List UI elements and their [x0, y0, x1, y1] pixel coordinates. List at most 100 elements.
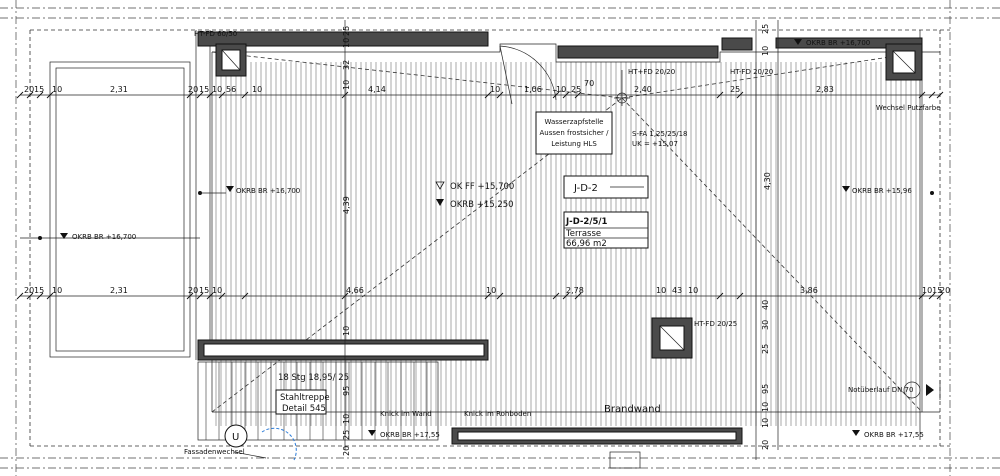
level-marker: OKRB BR +16,700 — [794, 39, 870, 47]
dim-text: 25 — [571, 85, 581, 94]
dim-text: 2,31 — [110, 85, 128, 94]
dim-text: 10 — [761, 402, 770, 412]
dim-text: 15 — [199, 85, 209, 94]
dim-text: 20 — [188, 286, 198, 295]
svg-text:OKRB BR +16,700: OKRB BR +16,700 — [236, 187, 300, 195]
dim-text: 15 — [199, 286, 209, 295]
dim-text: 10 — [52, 85, 62, 94]
svg-text:OKRB BR +16,700: OKRB BR +16,700 — [806, 39, 870, 47]
dim-text: 4,39 — [342, 196, 351, 214]
dim-text: 15 — [34, 286, 44, 295]
annotations: HT-FD 60/50 HT+FD 20/20 HT-FD 20/20 OKRB… — [38, 30, 941, 469]
dim-text: 4,30 — [763, 172, 772, 190]
room-code: J-D-2 — [573, 183, 598, 194]
room-area: 66,96 m2 — [566, 239, 607, 249]
knick-label: Knick im Rohboden — [464, 410, 531, 418]
dim-text: 25 — [342, 430, 351, 440]
dim-text: 20 — [761, 440, 770, 450]
dim-text: 20 — [188, 85, 198, 94]
vertical-dimensions: 32 10 25 10 4,30 4,39 25 10 30 40 25 10 … — [342, 24, 772, 456]
walls — [197, 31, 923, 445]
dim-text: 10 — [490, 85, 500, 94]
ht-fd-label: HT-FD 20/25 — [694, 320, 737, 328]
dim-text: 25 — [730, 85, 740, 94]
svg-text:OKRB BR +16,700: OKRB BR +16,700 — [72, 233, 136, 241]
dim-text: 10 — [52, 286, 62, 295]
dim-text: 1,06 — [524, 85, 542, 94]
dim-text: 15 — [34, 85, 44, 94]
dim-text: 25 — [761, 344, 770, 354]
shafts — [215, 43, 923, 359]
sfa-label: UK = +15,07 — [632, 140, 678, 148]
water-tap-box — [535, 111, 613, 155]
room-number: J-D-2/5/1 — [565, 217, 607, 227]
dim-text: 95 — [342, 386, 351, 396]
level-marker: OKRB BR +17,55 — [368, 430, 440, 439]
dim-text: 20 — [24, 286, 34, 295]
ht-fd-label: HT-FD 60/50 — [194, 30, 237, 38]
svg-text:OKRB BR +17,55: OKRB BR +17,55 — [380, 431, 440, 439]
water-tap-label: Leistung HLS — [551, 140, 597, 148]
u-marker-label: U — [232, 432, 239, 443]
dim-text: 32 — [342, 60, 351, 70]
dim-text: 4,66 — [346, 286, 364, 295]
dim-text: 25 — [761, 24, 770, 34]
level-marker: OKRB BR +16,700 — [198, 186, 300, 195]
room-name: Terrasse — [565, 229, 601, 239]
water-tap-label: Wasserzapfstelle — [544, 118, 603, 126]
dim-text: 20 — [342, 446, 351, 456]
vertical-dimension-lines — [344, 20, 779, 460]
left-strip — [49, 30, 211, 360]
dim-text: 10 — [212, 286, 222, 295]
bottom-shaft — [609, 451, 641, 469]
dim-text: 30 — [761, 320, 770, 330]
room-info-box — [563, 211, 649, 249]
dim-text: 70 — [584, 79, 594, 88]
dim-text: 20 — [940, 286, 950, 295]
dim-text: 10 — [342, 414, 351, 424]
top-dimensions: 20 15 10 2,31 20 15 10 56 10 4,14 10 1,0… — [24, 79, 834, 94]
dim-text: 10 — [688, 286, 698, 295]
dim-text: 10 — [761, 46, 770, 56]
dim-text: 2,83 — [816, 85, 834, 94]
dim-text: 10 — [761, 418, 770, 428]
dim-text: 10 — [342, 38, 351, 48]
dim-text: 10 — [656, 286, 666, 295]
wechsel-label: Wechsel Putzfarbe — [876, 104, 941, 112]
fassade-label: Fassadenwechsel — [184, 448, 245, 456]
stairs-label: 18 Stg 18,95/ 25 — [278, 373, 349, 383]
stairs-label: Stahltreppe — [280, 393, 330, 403]
water-tap-label: Aussen frostsicher / — [540, 129, 610, 137]
stairs-label: Detail 545 — [282, 404, 326, 414]
water-tap-icon — [614, 70, 630, 106]
mid-dimensions: 20 15 10 2,31 20 15 10 4,66 10 2,78 10 4… — [24, 286, 950, 295]
terrace-hatching — [215, 62, 917, 426]
dim-text: 2,31 — [110, 286, 128, 295]
dim-text: 40 — [761, 300, 770, 310]
dim-text: 1015 — [922, 286, 942, 295]
dimension-lines — [20, 94, 940, 297]
dim-text: 10 — [252, 85, 262, 94]
dim-text: 10 — [212, 85, 222, 94]
sfa-label: S-FA 1,25/25/18 — [632, 130, 687, 138]
notuberlauf-label: Notüberlauf DN 70 — [848, 386, 913, 394]
blue-arc — [261, 427, 297, 461]
dim-text: 3,86 — [800, 286, 818, 295]
dim-text: 10 — [342, 326, 351, 336]
overflow-arrow-icon — [926, 384, 934, 396]
door-swing — [499, 45, 557, 105]
dim-text: 43 — [672, 286, 682, 295]
room-code-box — [563, 175, 649, 199]
overflow-icon — [903, 381, 921, 399]
stairs-detail-box — [275, 389, 327, 415]
svg-text:OKRB BR +17,55: OKRB BR +17,55 — [864, 431, 924, 439]
dim-text: 25 — [342, 26, 351, 36]
dim-text: 10 — [486, 286, 496, 295]
level-marker: OKRB BR +15,96 — [842, 186, 934, 195]
dim-text: 56 — [226, 85, 236, 94]
level-marker: OK FF +15,700 OKRB +15,250 — [435, 181, 514, 210]
ht-fd-label: HT+FD 20/20 — [628, 68, 675, 76]
dim-text: 4,14 — [368, 85, 386, 94]
